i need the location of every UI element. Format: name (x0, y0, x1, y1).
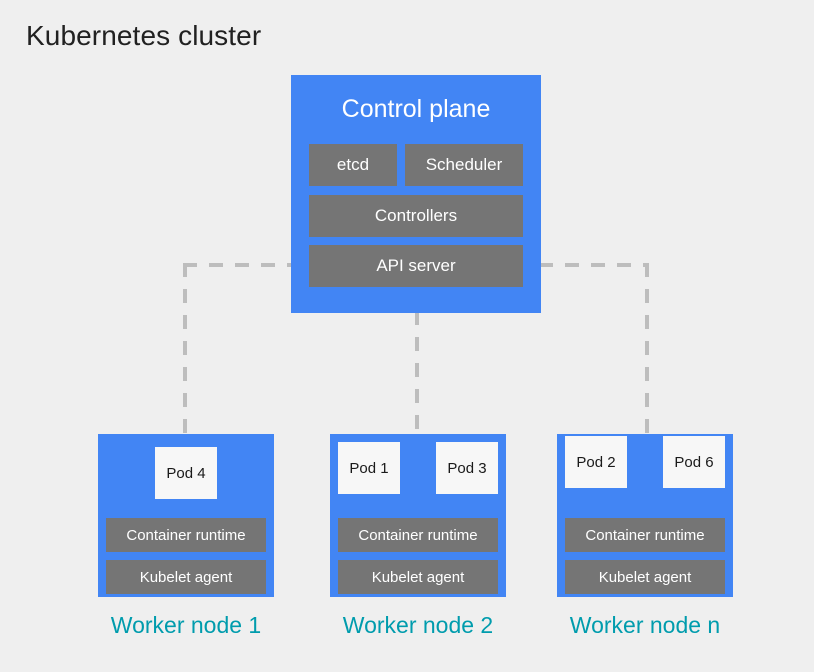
control-plane-component-controllers[interactable]: Controllers (309, 195, 523, 237)
worker-node-2-kubelet-agent[interactable]: Kubelet agent (338, 560, 498, 594)
control-plane-row-middle: Controllers (309, 195, 523, 237)
control-plane-component-scheduler[interactable]: Scheduler (405, 144, 523, 186)
connector-horizontal-right (539, 263, 649, 267)
worker-node-2-container-runtime[interactable]: Container runtime (338, 518, 498, 552)
worker-node-1-pods: Pod 4 (106, 447, 266, 499)
worker-node-n-pods: Pod 2 Pod 6 (565, 436, 725, 488)
worker-node-1-kubelet-agent[interactable]: Kubelet agent (106, 560, 266, 594)
pod-box[interactable]: Pod 4 (155, 447, 217, 499)
worker-node-1-container-runtime[interactable]: Container runtime (106, 518, 266, 552)
connector-vertical-node1 (183, 263, 187, 436)
worker-node-n-container-runtime[interactable]: Container runtime (565, 518, 725, 552)
control-plane-title: Control plane (341, 95, 491, 123)
control-plane-box[interactable]: Control plane etcd Scheduler Controllers… (291, 75, 541, 313)
control-plane-component-api-server[interactable]: API server (309, 245, 523, 287)
control-plane-component-etcd[interactable]: etcd (309, 144, 397, 186)
page-title: Kubernetes cluster (26, 20, 262, 51)
connector-vertical-node2 (415, 311, 419, 436)
pod-box[interactable]: Pod 2 (565, 436, 627, 488)
control-plane-row-top: etcd Scheduler (309, 144, 523, 186)
worker-node-n-label: Worker node n (569, 612, 721, 638)
pod-box[interactable]: Pod 6 (663, 436, 725, 488)
worker-node-n-box[interactable]: Pod 2 Pod 6 Container runtime Kubelet ag… (557, 434, 733, 597)
connector-vertical-noden (645, 263, 649, 436)
pod-box[interactable]: Pod 3 (436, 442, 498, 494)
worker-node-2-pods: Pod 1 Pod 3 (338, 442, 498, 494)
worker-node-2-label: Worker node 2 (342, 612, 494, 638)
connector-horizontal-left (183, 263, 293, 267)
worker-node-1-box[interactable]: Pod 4 Container runtime Kubelet agent (98, 434, 274, 597)
worker-node-2-box[interactable]: Pod 1 Pod 3 Container runtime Kubelet ag… (330, 434, 506, 597)
worker-node-n-kubelet-agent[interactable]: Kubelet agent (565, 560, 725, 594)
worker-node-1-label: Worker node 1 (110, 612, 262, 638)
pod-box[interactable]: Pod 1 (338, 442, 400, 494)
control-plane-row-bottom: API server (309, 245, 523, 287)
